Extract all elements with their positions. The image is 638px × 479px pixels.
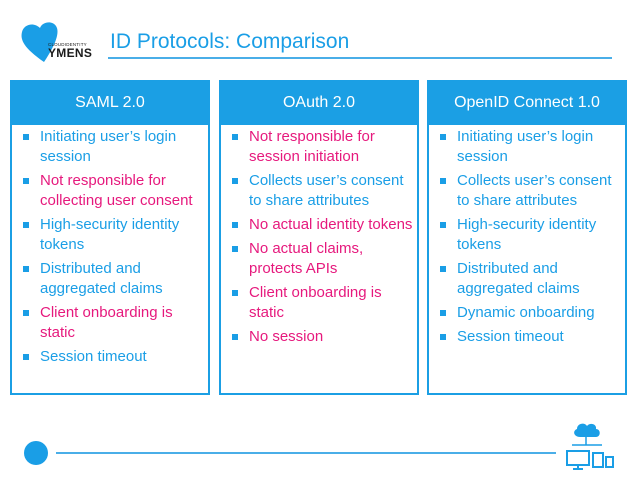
bullet-square-icon	[232, 222, 238, 228]
logo-small-text: CLOUDIDENTITY	[48, 42, 87, 47]
cloud-devices-icon	[566, 423, 614, 470]
column-header-label: SAML 2.0	[75, 93, 145, 111]
bullet-square-icon	[440, 310, 446, 316]
list-item: High-security identity tokens	[22, 215, 204, 255]
list-item-text: Not responsible for session initiation	[249, 128, 375, 165]
column-body: Initiating user’s login session Collects…	[427, 125, 627, 395]
list-item-text: Collects user’s consent to share attribu…	[457, 172, 612, 209]
list-item: Collects user’s consent to share attribu…	[231, 171, 413, 211]
column-header: OAuth 2.0	[219, 80, 419, 125]
list-item: Dynamic onboarding	[439, 303, 621, 323]
list-item: No actual identity tokens	[231, 215, 413, 235]
bullet-square-icon	[440, 222, 446, 228]
column-body: Not responsible for session initiation C…	[219, 125, 419, 395]
list-item: Distributed and aggregated claims	[22, 259, 204, 299]
list-item-text: High-security identity tokens	[40, 216, 180, 253]
list-item: Client onboarding is static	[22, 303, 204, 343]
page-title: ID Protocols: Comparison	[110, 30, 350, 53]
column-openid: OpenID Connect 1.0 Initiating user’s log…	[427, 80, 627, 395]
bullet-square-icon	[232, 290, 238, 296]
list-item-text: Distributed and aggregated claims	[40, 260, 163, 297]
bullet-square-icon	[23, 310, 29, 316]
list-item: Distributed and aggregated claims	[439, 259, 621, 299]
list-item: Collects user’s consent to share attribu…	[439, 171, 621, 211]
bullet-square-icon	[440, 134, 446, 140]
list-item-text: Distributed and aggregated claims	[457, 260, 580, 297]
list-item-text: Session timeout	[40, 348, 147, 365]
list-item-text: Initiating user’s login session	[40, 128, 177, 165]
bullet-square-icon	[23, 266, 29, 272]
bullet-square-icon	[232, 178, 238, 184]
list-item: Client onboarding is static	[231, 283, 413, 323]
list-item-text: Session timeout	[457, 328, 564, 345]
bullet-square-icon	[23, 354, 29, 360]
list-item-text: Initiating user’s login session	[457, 128, 594, 165]
bullet-square-icon	[232, 246, 238, 252]
column-oauth: OAuth 2.0 Not responsible for session in…	[219, 80, 419, 395]
list-item: Initiating user’s login session	[22, 127, 204, 167]
title-underline	[108, 57, 612, 59]
feature-list: Not responsible for session initiation C…	[231, 127, 413, 347]
list-item: Initiating user’s login session	[439, 127, 621, 167]
bullet-square-icon	[440, 266, 446, 272]
bullet-square-icon	[440, 178, 446, 184]
bullet-square-icon	[232, 334, 238, 340]
footer-line	[56, 452, 556, 454]
list-item-text: No session	[249, 328, 324, 345]
bullet-square-icon	[232, 134, 238, 140]
list-item-text: No actual claims, protects APIs	[249, 240, 364, 277]
list-item: Not responsible for session initiation	[231, 127, 413, 167]
bullet-square-icon	[23, 178, 29, 184]
column-header: SAML 2.0	[10, 80, 210, 125]
column-header-label: OAuth 2.0	[282, 93, 356, 111]
list-item-text: Dynamic onboarding	[457, 304, 595, 321]
list-item-text: Collects user’s consent to share attribu…	[249, 172, 404, 209]
list-item-text: High-security identity tokens	[457, 216, 597, 253]
bullet-square-icon	[23, 134, 29, 140]
heart-logo-icon	[21, 22, 58, 62]
list-item-text: No actual identity tokens	[249, 216, 413, 233]
feature-list: Initiating user’s login session Not resp…	[22, 127, 204, 367]
list-item-text: Client onboarding is static	[40, 304, 173, 341]
bullet-square-icon	[23, 222, 29, 228]
feature-list: Initiating user’s login session Collects…	[439, 127, 621, 347]
list-item: No actual claims, protects APIs	[231, 239, 413, 279]
list-item: Session timeout	[439, 327, 621, 347]
list-item: High-security identity tokens	[439, 215, 621, 255]
list-item-text: Client onboarding is static	[249, 284, 382, 321]
column-saml: SAML 2.0 Initiating user’s login session…	[10, 80, 210, 395]
column-header: OpenID Connect 1.0	[427, 80, 627, 125]
list-item-text: Not responsible for collecting user cons…	[40, 172, 193, 209]
list-item: Not responsible for collecting user cons…	[22, 171, 204, 211]
logo-big-text: YMENS	[48, 46, 93, 60]
column-header-label: OpenID Connect 1.0	[454, 93, 600, 111]
circle-icon	[24, 441, 48, 465]
column-body: Initiating user’s login session Not resp…	[10, 125, 210, 395]
list-item: Session timeout	[22, 347, 204, 367]
list-item: No session	[231, 327, 413, 347]
logo-wordmark: CLOUDIDENTITY YMENS	[48, 42, 98, 60]
bullet-square-icon	[440, 334, 446, 340]
